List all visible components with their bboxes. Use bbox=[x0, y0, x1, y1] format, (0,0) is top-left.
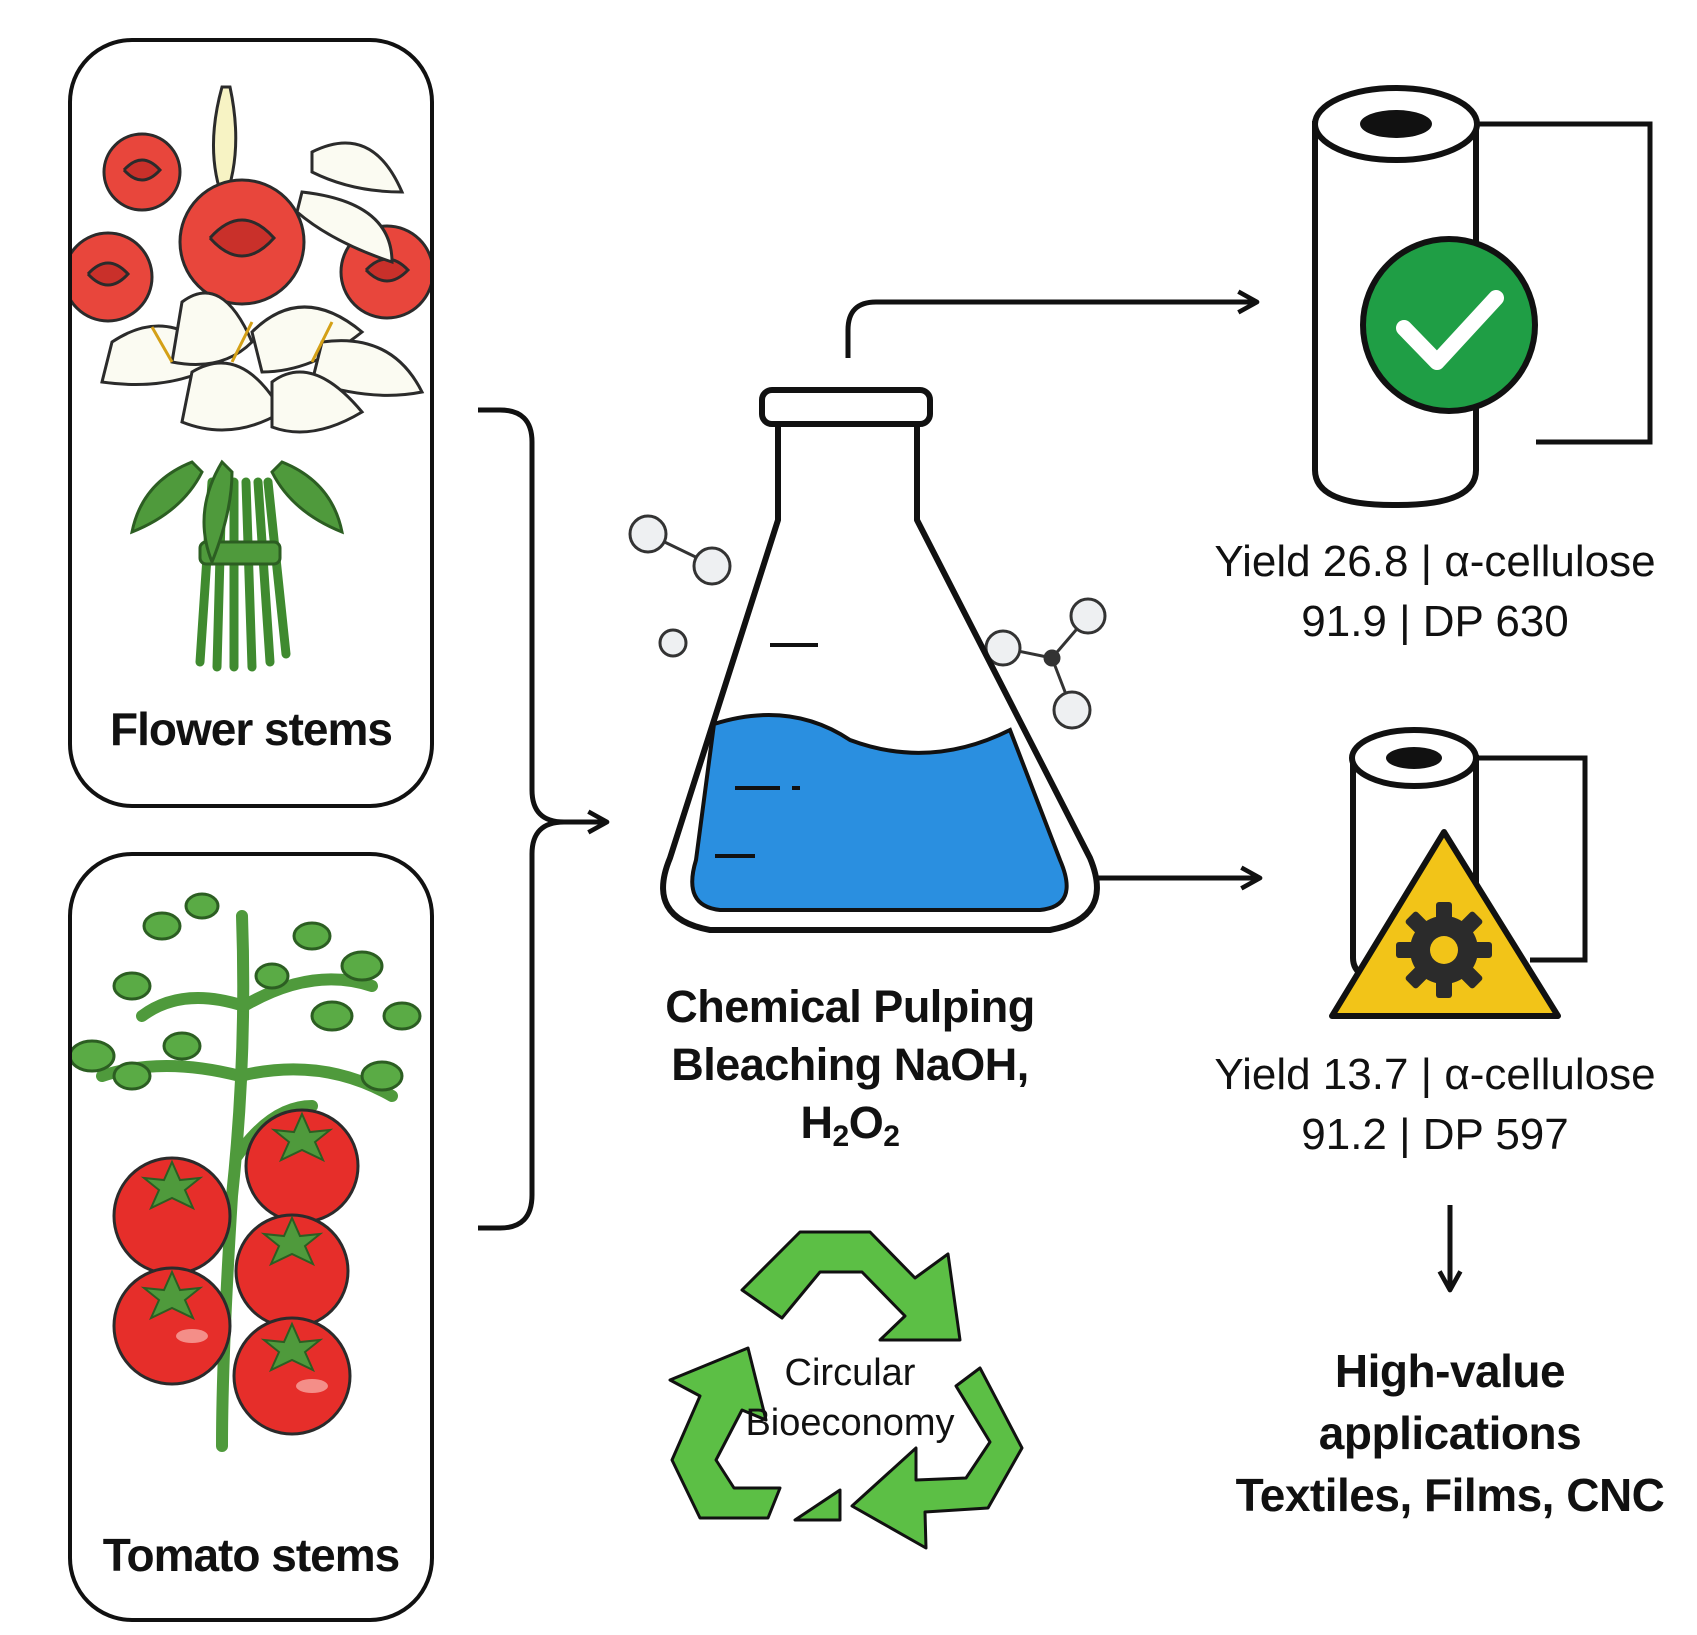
applications-label: High-value applications Textiles, Films,… bbox=[1210, 1340, 1690, 1526]
tomato-plant-icon bbox=[72, 892, 422, 1452]
process-line-1: Chemical Pulping bbox=[665, 981, 1035, 1032]
flower-bouquet-icon bbox=[72, 85, 430, 672]
top-output-result: Yield 26.8 | α-cellulose 91.9 | DP 630 bbox=[1190, 532, 1680, 652]
bottom-result-line-2: 91.2 | DP 597 bbox=[1301, 1110, 1569, 1159]
process-line-2: Bleaching NaOH, bbox=[671, 1039, 1029, 1090]
top-result-line-2: 91.9 | DP 630 bbox=[1301, 597, 1569, 646]
paper-roll-bottom-icon bbox=[1329, 727, 1588, 1019]
molecule-icon bbox=[984, 597, 1107, 730]
flower-stems-label: Flower stems bbox=[110, 703, 393, 755]
molecule-icon bbox=[628, 514, 732, 658]
recycle-icon bbox=[668, 1230, 1024, 1550]
merge-brace bbox=[478, 407, 565, 1231]
paper-roll-top-icon bbox=[1312, 85, 1653, 508]
process-label: Chemical Pulping Bleaching NaOH, H2O2 bbox=[610, 978, 1090, 1166]
bottom-output-result: Yield 13.7 | α-cellulose 91.2 | DP 597 bbox=[1190, 1045, 1680, 1165]
tomato-stems-label: Tomato stems bbox=[102, 1529, 400, 1581]
circular-line-1: Circular bbox=[784, 1352, 916, 1394]
flask-icon bbox=[660, 387, 1100, 933]
top-result-line-1: Yield 26.8 | α-cellulose bbox=[1214, 537, 1656, 586]
check-icon bbox=[1360, 236, 1538, 414]
circular-bioeconomy-label: Circular Bioeconomy bbox=[710, 1348, 990, 1448]
flask-liquid bbox=[690, 713, 1069, 912]
bottom-result-line-1: Yield 13.7 | α-cellulose bbox=[1214, 1050, 1656, 1099]
process-line-3: H2O2 bbox=[800, 1097, 900, 1153]
applications-line-3: Textiles, Films, CNC bbox=[1235, 1469, 1665, 1521]
tomato-stems-panel: Tomato stems bbox=[68, 852, 434, 1622]
circular-line-2: Bioeconomy bbox=[745, 1402, 955, 1444]
arrow-to-top-output bbox=[845, 289, 1260, 358]
applications-line-2: applications bbox=[1318, 1407, 1582, 1459]
applications-line-1: High-value bbox=[1334, 1345, 1566, 1397]
flower-stems-panel: Flower stems bbox=[68, 38, 434, 808]
